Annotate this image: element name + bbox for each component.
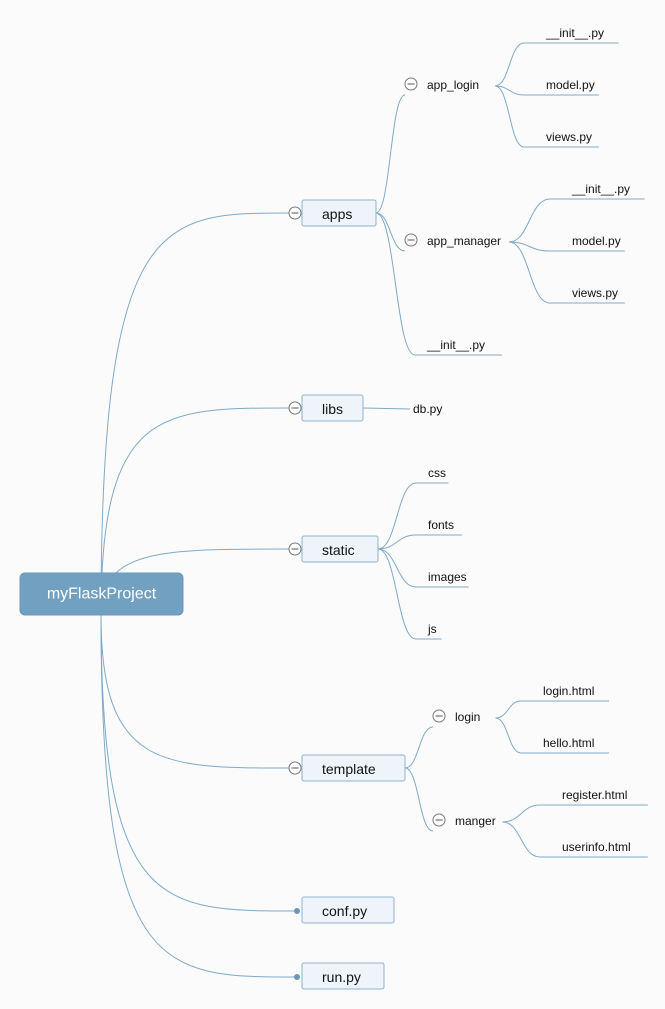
leaf-label: register.html [562,788,627,802]
mind-map-edges [100,42,648,978]
node-label: template [322,761,376,777]
edge-login-0 [495,700,522,719]
child-label: __init__.py [426,338,485,352]
root-node[interactable] [19,572,184,616]
node-label: libs [322,401,343,417]
edge-root-conf.py [100,614,298,912]
child-label: db.py [413,402,442,416]
edge-apps-0 [375,94,406,214]
edge-login-1 [495,717,522,754]
edge-manger-1 [502,821,541,858]
edge-app_manager-0 [508,198,551,243]
node-label: conf.py [322,903,367,919]
collapse-toggle-template[interactable] [288,761,302,775]
edge-root-apps [100,212,290,616]
edge-static-3 [377,548,417,640]
collapse-toggle-apps[interactable] [288,206,302,220]
leaf-label: model.py [546,78,595,92]
node-libs[interactable] [301,394,364,422]
child-label: images [428,570,467,584]
node-apps[interactable] [301,199,377,227]
edge-root-libs [100,407,290,616]
endpoint-dot-icon [294,974,300,980]
node-static[interactable] [301,535,379,563]
node-conf-py[interactable] [301,896,395,924]
edge-manger-0 [502,804,541,823]
child-label: manger [455,814,496,828]
node-run-py[interactable] [301,962,385,990]
edge-apps-1 [375,212,406,252]
edge-app_login-0 [494,42,525,87]
edge-root-run.py [100,614,298,978]
edge-root-template [100,614,290,769]
mind-map-nodes: myFlaskProjectappsapp_login__init__.pymo… [19,26,631,990]
collapse-toggle-login[interactable] [432,709,446,723]
leaf-label: login.html [543,684,594,698]
node-label: run.py [322,969,361,985]
collapse-toggle-app_manager[interactable] [404,233,418,247]
edge-libs-db [362,407,411,410]
leaf-label: hello.html [543,736,594,750]
leaf-label: userinfo.html [562,840,631,854]
child-label: css [428,466,446,480]
child-label: js [427,622,437,636]
node-label: apps [322,206,352,222]
edge-app_manager-2 [508,241,551,304]
edge-app_login-2 [494,85,525,148]
edge-app_login-1 [495,85,525,96]
edge-static-0 [377,482,417,550]
edge-static-1 [377,534,417,550]
leaf-label: __init__.py [571,182,630,196]
leaf-label: __init__.py [545,26,604,40]
child-label: app_manager [427,234,501,248]
edge-apps-2 [375,212,416,356]
edge-app_manager-1 [508,241,551,252]
root-node-label: myFlaskProject [47,586,157,603]
child-label: login [455,710,480,724]
node-label: static [322,542,355,558]
edge-static-2 [377,548,417,588]
leaf-label: model.py [572,234,621,248]
child-label: fonts [428,518,454,532]
child-label: app_login [427,78,479,92]
endpoint-dot-icon [294,908,300,914]
leaf-label: views.py [572,286,618,300]
edge-template-1 [404,767,434,832]
edge-template-0 [404,726,434,769]
collapse-toggle-static[interactable] [288,542,302,556]
node-template[interactable] [301,754,406,782]
collapse-toggle-manger[interactable] [432,813,446,827]
collapse-toggle-libs[interactable] [288,401,302,415]
leaf-label: views.py [546,130,592,144]
collapse-toggle-app_login[interactable] [404,77,418,91]
